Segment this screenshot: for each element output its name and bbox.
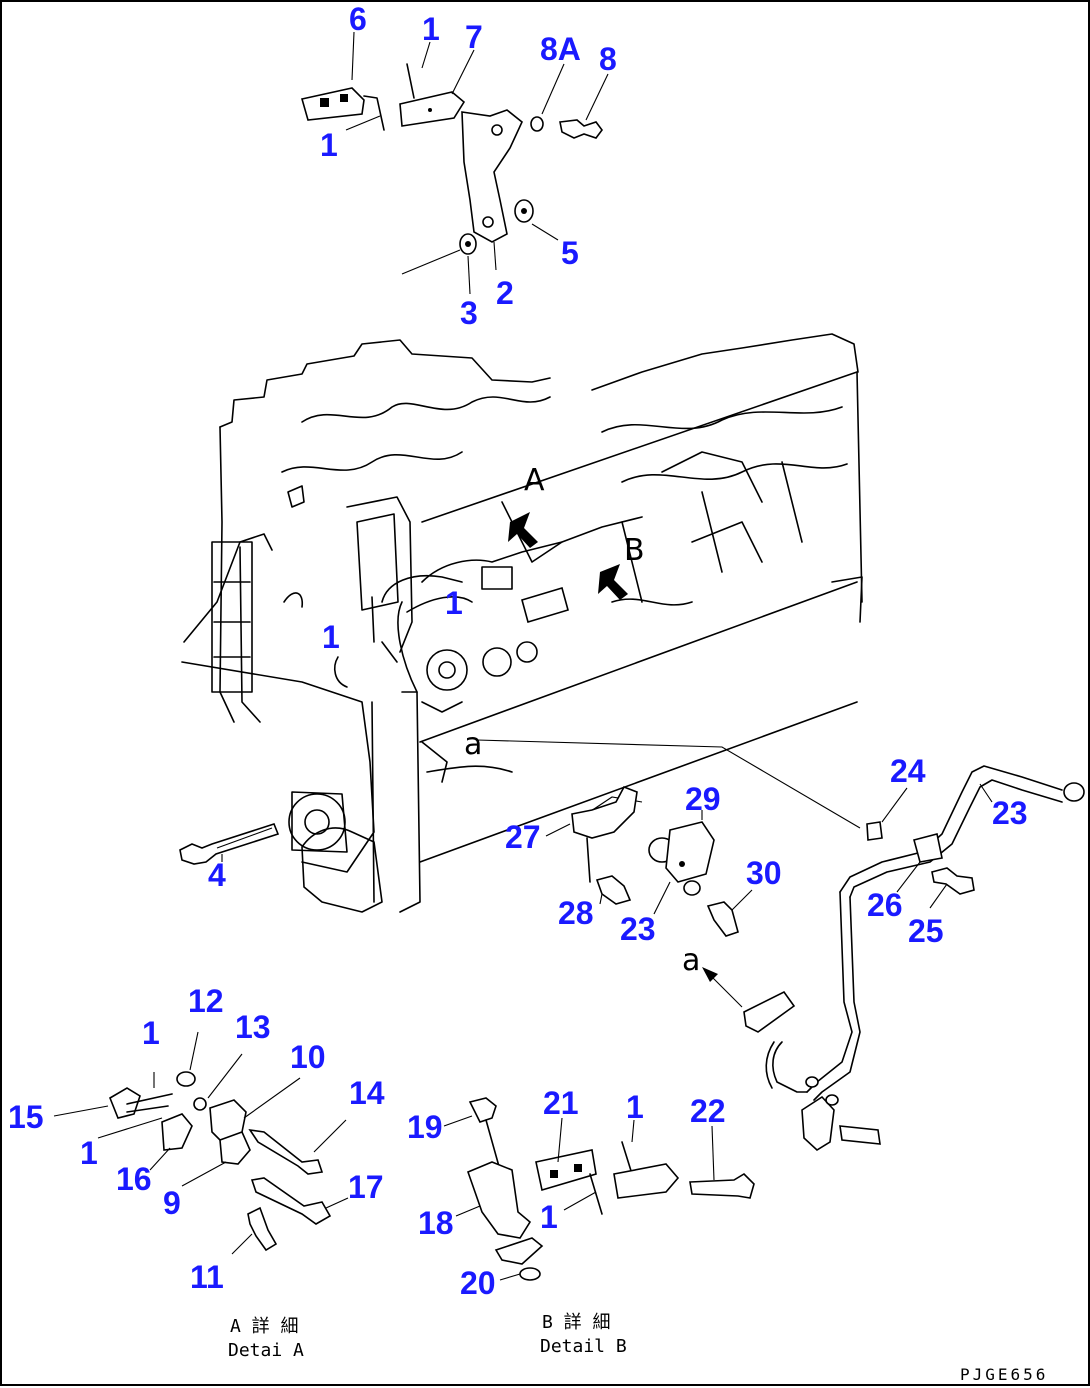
engine-block: [181, 333, 863, 913]
callout-10: 10: [290, 1039, 326, 1075]
callout-28: 28: [558, 895, 594, 931]
bolt-4: [179, 823, 280, 865]
callout-25: 25: [908, 913, 944, 949]
detail-a-caption-en: Detai A: [228, 1340, 304, 1361]
callout-30: 30: [746, 855, 782, 891]
callout-5: 5: [561, 235, 579, 271]
callout-8a: 8A: [540, 31, 581, 67]
callout-19: 19: [407, 1109, 443, 1145]
callout-23: 23: [992, 795, 1028, 831]
view-letter-a-lower-top: a: [464, 727, 482, 762]
callout-16: 16: [116, 1161, 152, 1197]
pipe-assembly: [476, 739, 1085, 1151]
detail-a-caption-jp: A 詳 細: [230, 1316, 299, 1337]
callout-23: 23: [620, 911, 656, 947]
callout-8: 8: [599, 41, 617, 77]
callout-11: 11: [190, 1259, 224, 1295]
bracket-assembly-27-30: [545, 785, 753, 937]
callout-6: 6: [349, 2, 367, 37]
callout-1: 1: [322, 619, 340, 655]
callout-labels: 6 1 7 8A 8 1 5 2 3 1 1 24 23 29 27 30 26…: [8, 2, 1028, 1301]
callout-4: 4: [208, 857, 226, 893]
callout-1: 1: [142, 1015, 160, 1051]
callout-1: 1: [80, 1135, 98, 1171]
callout-1: 1: [320, 127, 338, 163]
callout-1: 1: [445, 585, 463, 621]
callout-24: 24: [890, 753, 926, 789]
callout-1: 1: [422, 11, 440, 47]
callout-27: 27: [505, 819, 541, 855]
top-bracket-assembly: [300, 31, 609, 295]
callout-9: 9: [163, 1185, 181, 1221]
view-letter-b: B: [624, 533, 645, 568]
callout-12: 12: [188, 983, 224, 1019]
drawing-code: PJGE656: [960, 1365, 1048, 1384]
callout-18: 18: [418, 1205, 454, 1241]
callout-13: 13: [235, 1009, 271, 1045]
callout-26: 26: [867, 887, 903, 923]
callout-7: 7: [465, 19, 483, 55]
callout-15: 15: [8, 1099, 44, 1135]
callout-1: 1: [626, 1089, 644, 1125]
callout-14: 14: [349, 1075, 385, 1111]
callout-17: 17: [348, 1169, 384, 1205]
callout-3: 3: [460, 295, 478, 331]
view-letter-a: A: [524, 463, 545, 498]
detail-b-caption-jp: B 詳 細: [542, 1312, 611, 1333]
detail-a-assembly: [53, 1031, 349, 1255]
detail-b-caption-en: Detail B: [540, 1336, 627, 1357]
callout-2: 2: [496, 275, 514, 311]
callout-1: 1: [540, 1199, 558, 1235]
view-letter-a-lower-pipe: a: [682, 943, 700, 978]
callout-20: 20: [460, 1265, 496, 1301]
callout-21: 21: [543, 1085, 579, 1121]
callout-22: 22: [690, 1093, 726, 1129]
callout-29: 29: [685, 781, 721, 817]
detail-b-assembly: [443, 1097, 755, 1281]
